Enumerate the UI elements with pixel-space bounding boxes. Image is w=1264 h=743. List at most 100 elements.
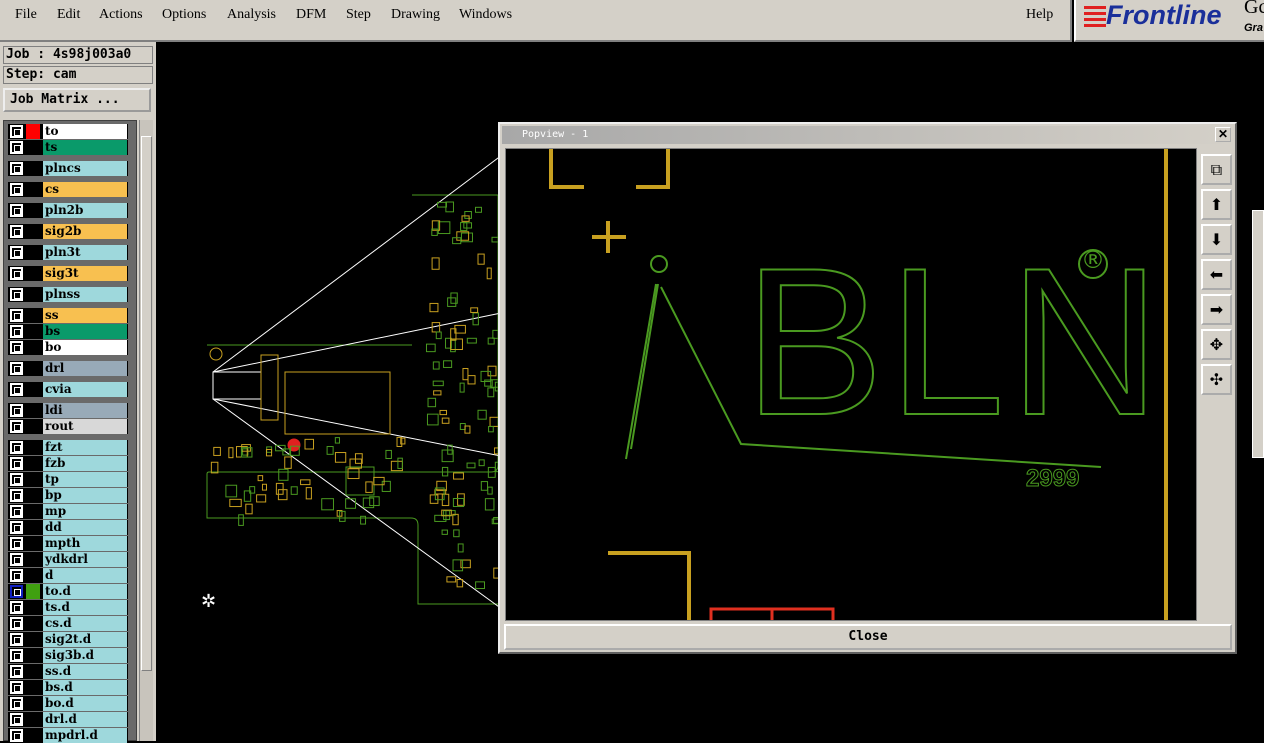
layer-name[interactable]: fzt bbox=[43, 440, 127, 455]
layer-checkbox[interactable] bbox=[10, 404, 23, 417]
layer-color-swatch[interactable] bbox=[26, 648, 40, 663]
layer-row-drl[interactable]: drl bbox=[8, 361, 128, 376]
layer-color-swatch[interactable] bbox=[26, 324, 40, 339]
layer-name[interactable]: bp bbox=[43, 488, 127, 503]
layer-checkbox[interactable] bbox=[10, 681, 23, 694]
layer-row-to.d[interactable]: to.d bbox=[8, 584, 128, 599]
layer-checkbox[interactable] bbox=[10, 225, 23, 238]
layer-row-mpth[interactable]: mpth bbox=[8, 536, 128, 551]
layer-row-cs[interactable]: cs bbox=[8, 182, 128, 197]
layer-row-ydkdrl[interactable]: ydkdrl bbox=[8, 552, 128, 567]
scrollbar-thumb[interactable] bbox=[141, 136, 152, 671]
layer-row-pln2b[interactable]: pln2b bbox=[8, 203, 128, 218]
layer-checkbox[interactable] bbox=[10, 246, 23, 259]
layer-row-d[interactable]: d bbox=[8, 568, 128, 583]
layer-name[interactable]: d bbox=[43, 568, 127, 583]
layer-row-drl.d[interactable]: drl.d bbox=[8, 712, 128, 727]
layer-color-swatch[interactable] bbox=[26, 520, 40, 535]
menu-step[interactable]: Step bbox=[346, 7, 371, 22]
layer-name[interactable]: mpth bbox=[43, 536, 127, 551]
layer-row-sig2b[interactable]: sig2b bbox=[8, 224, 128, 239]
layer-name[interactable]: tp bbox=[43, 472, 127, 487]
layer-name[interactable]: drl bbox=[43, 361, 127, 376]
layer-color-swatch[interactable] bbox=[26, 488, 40, 503]
layer-row-cvia[interactable]: cvia bbox=[8, 382, 128, 397]
menu-analysis[interactable]: Analysis bbox=[227, 7, 276, 22]
layer-color-swatch[interactable] bbox=[26, 536, 40, 551]
pan-left-icon[interactable]: ⬅ bbox=[1201, 259, 1232, 290]
menu-options[interactable]: Options bbox=[162, 7, 207, 22]
layer-row-bs.d[interactable]: bs.d bbox=[8, 680, 128, 695]
layer-checkbox[interactable] bbox=[10, 601, 23, 614]
layer-checkbox[interactable] bbox=[10, 288, 23, 301]
layer-row-plncs[interactable]: plncs bbox=[8, 161, 128, 176]
layer-name[interactable]: cs bbox=[43, 182, 127, 197]
pan-up-icon[interactable]: ⬆ bbox=[1201, 189, 1232, 220]
layer-checkbox[interactable] bbox=[10, 729, 23, 742]
layer-row-bp[interactable]: bp bbox=[8, 488, 128, 503]
menu-dfm[interactable]: DFM bbox=[296, 7, 327, 22]
layer-name[interactable]: ss bbox=[43, 308, 127, 323]
layer-checkbox[interactable] bbox=[10, 183, 23, 196]
layer-row-bo[interactable]: bo bbox=[8, 340, 128, 355]
layer-row-sig3t[interactable]: sig3t bbox=[8, 266, 128, 281]
layer-checkbox[interactable] bbox=[10, 665, 23, 678]
layer-row-cs.d[interactable]: cs.d bbox=[8, 616, 128, 631]
layer-checkbox[interactable] bbox=[10, 617, 23, 630]
layer-checkbox[interactable] bbox=[10, 633, 23, 646]
popview-canvas[interactable]: BLN 2999 ® bbox=[505, 148, 1197, 621]
layer-row-bs[interactable]: bs bbox=[8, 324, 128, 339]
layer-color-swatch[interactable] bbox=[26, 382, 40, 397]
menu-windows[interactable]: Windows bbox=[459, 7, 513, 22]
layer-checkbox[interactable] bbox=[10, 505, 23, 518]
pan-right-icon[interactable]: ➡ bbox=[1201, 294, 1232, 325]
layer-name[interactable]: cs.d bbox=[43, 616, 127, 631]
layer-name[interactable]: mpdrl.d bbox=[43, 728, 127, 743]
layer-checkbox[interactable] bbox=[10, 325, 23, 338]
layer-name[interactable]: bo bbox=[43, 340, 127, 355]
layer-name[interactable]: ldi bbox=[43, 403, 127, 418]
layer-name[interactable]: plnss bbox=[43, 287, 127, 302]
layer-color-swatch[interactable] bbox=[26, 552, 40, 567]
layer-name[interactable]: rout bbox=[43, 419, 127, 434]
zoom-out-icon[interactable]: ✣ bbox=[1201, 364, 1232, 395]
layer-name[interactable]: cvia bbox=[43, 382, 127, 397]
layer-name[interactable]: ts.d bbox=[43, 600, 127, 615]
pan-window-icon[interactable]: ⧉ bbox=[1201, 154, 1232, 185]
layer-color-swatch[interactable] bbox=[26, 224, 40, 239]
layer-name[interactable]: bo.d bbox=[43, 696, 127, 711]
layer-checkbox[interactable] bbox=[10, 697, 23, 710]
job-matrix-button[interactable]: Job Matrix ... bbox=[3, 88, 151, 112]
layer-checkbox[interactable] bbox=[10, 649, 23, 662]
layer-color-swatch[interactable] bbox=[26, 403, 40, 418]
layer-color-swatch[interactable] bbox=[26, 140, 40, 155]
layer-row-to[interactable]: to bbox=[8, 124, 128, 139]
close-button[interactable]: Close bbox=[504, 624, 1232, 650]
layer-row-fzt[interactable]: fzt bbox=[8, 440, 128, 455]
layer-color-swatch[interactable] bbox=[26, 182, 40, 197]
menu-edit[interactable]: Edit bbox=[57, 7, 81, 22]
layer-row-rout[interactable]: rout bbox=[8, 419, 128, 434]
layer-color-swatch[interactable] bbox=[26, 616, 40, 631]
layer-checkbox[interactable] bbox=[10, 309, 23, 322]
layer-row-ts.d[interactable]: ts.d bbox=[8, 600, 128, 615]
layer-checkbox[interactable] bbox=[10, 537, 23, 550]
layer-name[interactable]: to bbox=[43, 124, 127, 139]
layer-checkbox[interactable] bbox=[10, 473, 23, 486]
layer-color-swatch[interactable] bbox=[26, 361, 40, 376]
layer-checkbox[interactable] bbox=[10, 162, 23, 175]
layer-checkbox[interactable] bbox=[10, 489, 23, 502]
layer-color-swatch[interactable] bbox=[26, 340, 40, 355]
layer-row-bo.d[interactable]: bo.d bbox=[8, 696, 128, 711]
layer-color-swatch[interactable] bbox=[26, 245, 40, 260]
layer-name[interactable]: ts bbox=[43, 140, 127, 155]
zoom-in-icon[interactable]: ✥ bbox=[1201, 329, 1232, 360]
layer-row-ldi[interactable]: ldi bbox=[8, 403, 128, 418]
layer-color-swatch[interactable] bbox=[26, 680, 40, 695]
menu-drawing[interactable]: Drawing bbox=[391, 7, 440, 22]
layer-row-mpdrl.d[interactable]: mpdrl.d bbox=[8, 728, 128, 743]
layer-color-swatch[interactable] bbox=[26, 712, 40, 727]
layer-checkbox[interactable] bbox=[10, 204, 23, 217]
menu-file[interactable]: File bbox=[15, 7, 37, 22]
layer-name[interactable]: ydkdrl bbox=[43, 552, 127, 567]
